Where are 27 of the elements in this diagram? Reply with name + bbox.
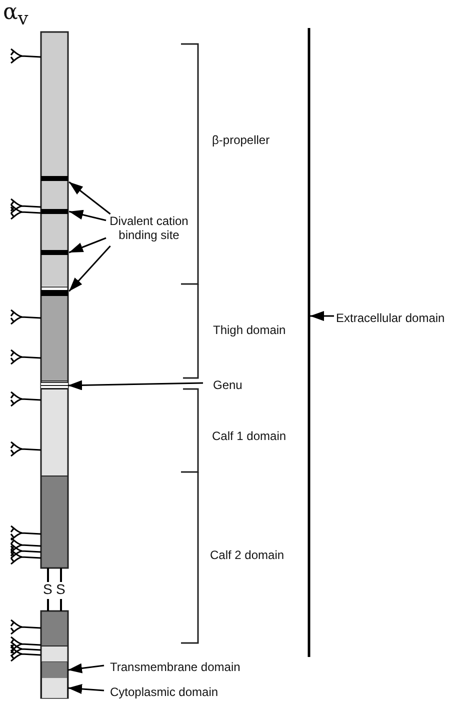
- disulfide-label: S: [56, 582, 66, 596]
- binding-site-band: [41, 209, 68, 214]
- arrow: [68, 663, 104, 674]
- domain-label: Cytoplasmic domain: [110, 685, 218, 699]
- domain-label: β-propeller: [212, 133, 270, 147]
- domain-label: Transmembrane domain: [110, 660, 240, 674]
- domain-segment: [41, 678, 68, 698]
- arrow: [68, 210, 106, 222]
- domain-label: Calf 2 domain: [210, 548, 284, 562]
- domain-label: Divalent cation binding site: [108, 214, 190, 242]
- arrow: [310, 311, 334, 322]
- arrow: [68, 380, 204, 390]
- domain-segment: [41, 662, 68, 678]
- domain-label: Extracellular domain: [336, 311, 445, 325]
- domain-segment: [41, 382, 68, 389]
- domain-label: Calf 1 domain: [212, 429, 286, 443]
- arrow: [68, 684, 104, 694]
- disulfide-label: S: [43, 582, 52, 596]
- binding-site-band: [41, 290, 68, 296]
- binding-site-band: [41, 176, 68, 181]
- arrow: [68, 181, 111, 215]
- arrow: [68, 237, 106, 254]
- binding-site-band: [41, 250, 68, 255]
- domain-label: Thigh domain: [213, 323, 286, 337]
- chain-title: α$_{v}$: [3, 0, 28, 32]
- domain-label: Genu: [213, 378, 242, 392]
- arrow: [68, 246, 111, 292]
